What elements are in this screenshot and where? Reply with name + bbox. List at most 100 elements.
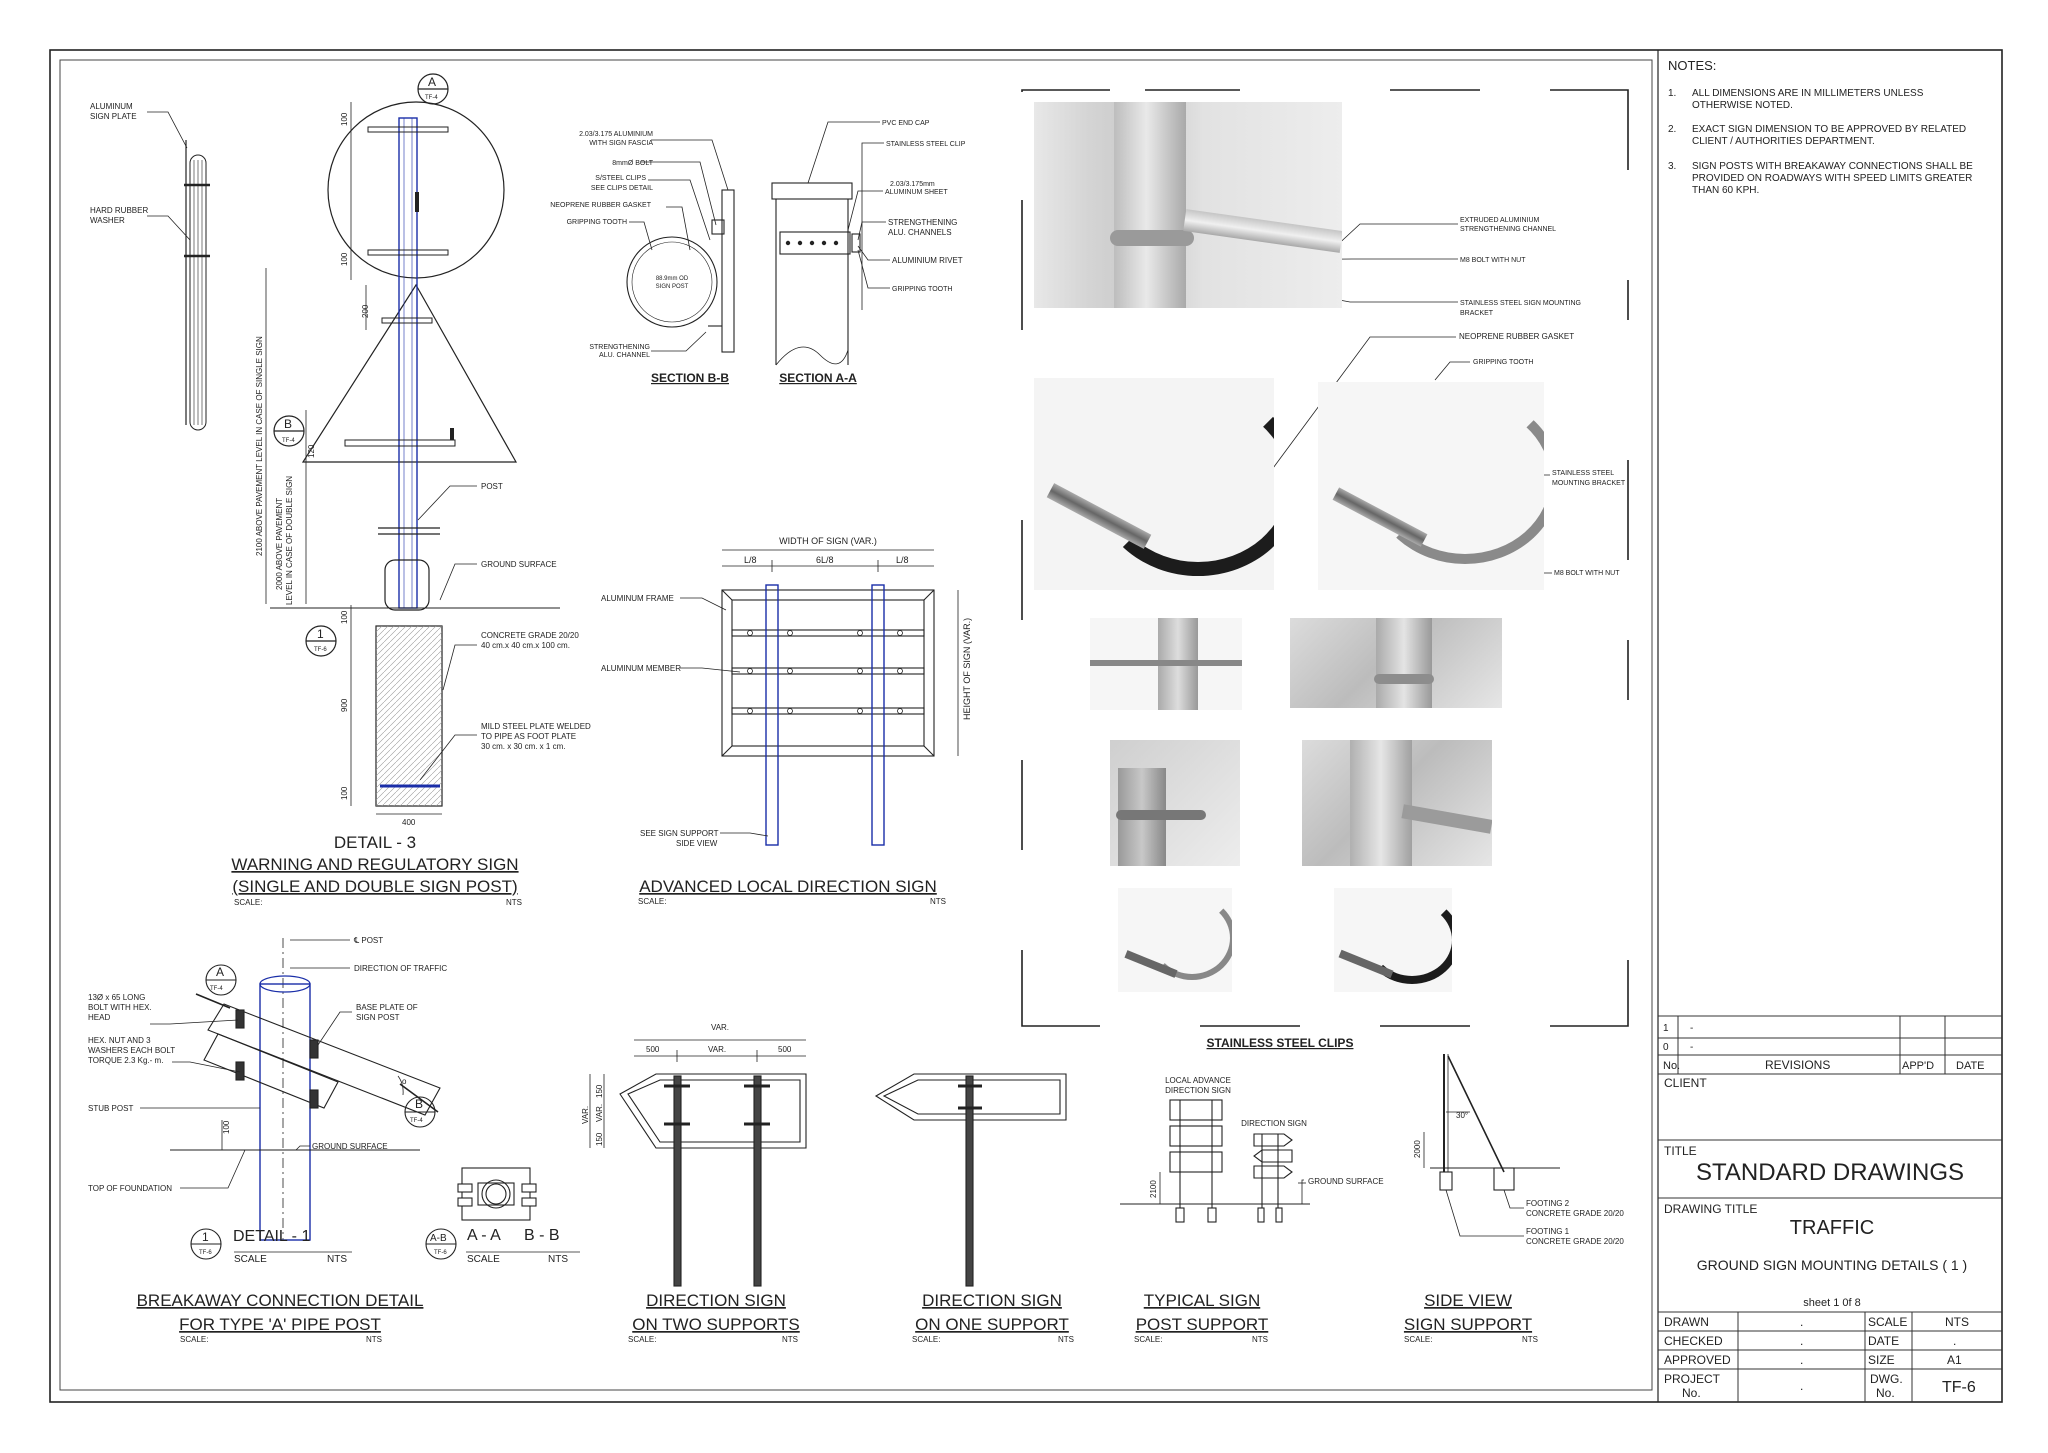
callout-a-ref: TF-4: [425, 95, 438, 101]
ty-local-1: LOCAL ADVANCE: [1165, 1076, 1231, 1085]
d1-hex-1: HEX. NUT AND 3: [88, 1036, 151, 1045]
advanced-sign-labels: WIDTH OF SIGN (VAR.) L/8 6L/8 L/8 HEIGHT…: [601, 536, 972, 906]
ty-scale: SCALE:: [1134, 1335, 1162, 1344]
checked-value: .: [1800, 1334, 1803, 1348]
photo-bracket-with-gasket: [1034, 378, 1274, 590]
side-view-drawing: [1423, 1054, 1560, 1237]
note-3-line-3: THAN 60 KPH.: [1692, 185, 1759, 196]
ts-vvar-mid: VAR.: [595, 1104, 604, 1122]
photo-tooth: GRIPPING TOOTH: [1473, 359, 1533, 366]
d1-c-post: ℄ POST: [353, 936, 383, 945]
adv-member: ALUMINUM MEMBER: [601, 664, 681, 673]
label-mild-steel-1: MILD STEEL PLATE WELDED: [481, 722, 591, 731]
note-1-line-2: OTHERWISE NOTED.: [1692, 100, 1793, 111]
d1-caption-scale: SCALE:: [180, 1335, 208, 1344]
client-label: CLIENT: [1664, 1076, 1707, 1090]
d1-scale: SCALE: [234, 1254, 267, 1265]
d1-stub: STUB POST: [88, 1104, 133, 1113]
photo-frame: [1021, 89, 1629, 1027]
sec-channel-1: STRENGTHENING: [589, 344, 650, 351]
photo-m8: M8 BOLT WITH NUT: [1460, 257, 1526, 264]
d1-hex-3: TORQUE 2.3 Kg.- m.: [88, 1056, 163, 1065]
d1-bolt-3: HEAD: [88, 1013, 110, 1022]
size-label: SIZE: [1868, 1353, 1895, 1367]
notes-block: NOTES: 1. ALL DIMENSIONS ARE IN MILLIMET…: [1668, 58, 1973, 196]
ty-ground: GROUND SURFACE: [1308, 1177, 1384, 1186]
ty-title-2: POST SUPPORT: [1136, 1315, 1269, 1334]
drawn-label: DRAWN: [1664, 1315, 1709, 1329]
photo-clip-on-post: [1034, 102, 1342, 308]
detail-3-labels: ALUMINUM SIGN PLATE HARD RUBBER WASHER P…: [90, 75, 591, 907]
drawing-subtitle: GROUND SIGN MOUNTING DETAILS ( 1 ): [1697, 1257, 1967, 1273]
adv-6l8: 6L/8: [816, 555, 834, 565]
sec-channels-1: STRENGTHENING: [888, 218, 957, 227]
ty-nts: NTS: [1252, 1335, 1268, 1344]
label-hard-rubber-washer-1: HARD RUBBER: [90, 206, 148, 215]
sec-pvc: PVC END CAP: [882, 120, 930, 127]
detail-3-line-2: (SINGLE AND DOUBLE SIGN POST): [232, 877, 517, 896]
title-label: TITLE: [1664, 1144, 1697, 1158]
dim-900: 900: [340, 698, 349, 712]
label-post: POST: [481, 482, 503, 491]
advanced-sign-rivets: [747, 630, 903, 714]
photo-bracket-arc: [1370, 394, 1544, 564]
sec-bolt: 8mmØ BOLT: [612, 160, 653, 167]
label-concrete-2: 40 cm.x 40 cm.x 100 cm.: [481, 641, 570, 650]
detail-3-line-1: WARNING AND REGULATORY SIGN: [231, 855, 518, 874]
photo-band-small-3: [1116, 810, 1206, 820]
two-supports-labels: VAR. 500 VAR. 500 VAR. 150 VAR. 150 DIRE…: [581, 1023, 800, 1344]
photo-ss-bracket-1: STAINLESS STEEL: [1552, 470, 1614, 477]
sheet-title: STANDARD DRAWINGS: [1696, 1159, 1964, 1186]
sv-title-2: SIGN SUPPORT: [1404, 1315, 1532, 1334]
photo-clip-small-4: [1302, 740, 1492, 866]
dim-100-top: 100: [340, 112, 349, 126]
sec-channels-2: ALU. CHANNELS: [888, 228, 952, 237]
d1-bolt-1: 13Ø x 65 LONG: [88, 993, 145, 1002]
sec-ss-clip: STAINLESS STEEL CLIP: [886, 141, 966, 148]
photo-clip-small-2: [1290, 618, 1502, 708]
sv-title-1: SIDE VIEW: [1424, 1291, 1512, 1310]
dwg-label: DWG.: [1870, 1372, 1903, 1386]
photo-bar-small-1: [1090, 660, 1242, 666]
note-1-line-1: ALL DIMENSIONS ARE IN MILLIMETERS UNLESS: [1692, 88, 1924, 99]
d1-dim-100: 100: [222, 1120, 231, 1134]
photo-gasket: NEOPRENE RUBBER GASKET: [1459, 332, 1574, 341]
ts-nts: NTS: [782, 1335, 798, 1344]
photo-post-small-4: [1350, 740, 1412, 866]
label-aluminum-sign-plate-1: ALUMINUM: [90, 102, 133, 111]
ts-title-1: DIRECTION SIGN: [646, 1291, 786, 1310]
photo-gasket-small-arc: [1364, 896, 1452, 984]
note-2-num: 2.: [1668, 124, 1676, 135]
ts-500-right: 500: [778, 1045, 792, 1054]
ty-direction: DIRECTION SIGN: [1241, 1119, 1307, 1128]
detail-3-scale: SCALE:: [234, 898, 262, 907]
sec-clips-1: S/STEEL CLIPS: [595, 175, 646, 182]
revisions-header: REVISIONS: [1765, 1058, 1830, 1072]
photo-gasket-arc: [1094, 388, 1274, 576]
scale-value: NTS: [1945, 1315, 1969, 1329]
ts-scale: SCALE:: [628, 1335, 656, 1344]
photo-post-shape: [1114, 102, 1186, 308]
sv-nts: NTS: [1522, 1335, 1538, 1344]
project-value: .: [1800, 1379, 1803, 1393]
ty-local-2: DIRECTION SIGN: [1165, 1086, 1231, 1095]
checked-label: CHECKED: [1664, 1334, 1723, 1348]
note-3-num: 3.: [1668, 161, 1676, 172]
project-no-label: No.: [1682, 1386, 1701, 1400]
adv-see-2: SIDE VIEW: [676, 839, 718, 848]
photos-title: STAINLESS STEEL CLIPS: [1207, 1036, 1354, 1050]
sv-f1-1: FOOTING 1: [1526, 1227, 1570, 1236]
approved-value: .: [1800, 1353, 1803, 1367]
drawing-frame: [59, 59, 1653, 1391]
d1-ab-ref: TF-6: [434, 1250, 447, 1256]
dim-120: 120: [307, 444, 316, 458]
sections-labels: 2.03/3.175 ALUMINIUM WITH SIGN FASCIA 8m…: [550, 120, 965, 385]
d1-callout-a: A: [216, 965, 224, 979]
advanced-sign-drawing: [680, 549, 959, 846]
photo-post-small-2: [1376, 618, 1432, 708]
sv-f2-2: CONCRETE GRADE 20/20: [1526, 1209, 1624, 1218]
d1-callout-num: 1: [202, 1230, 209, 1244]
dim-200: 200: [361, 304, 370, 318]
ts-title-2: ON TWO SUPPORTS: [632, 1315, 800, 1334]
